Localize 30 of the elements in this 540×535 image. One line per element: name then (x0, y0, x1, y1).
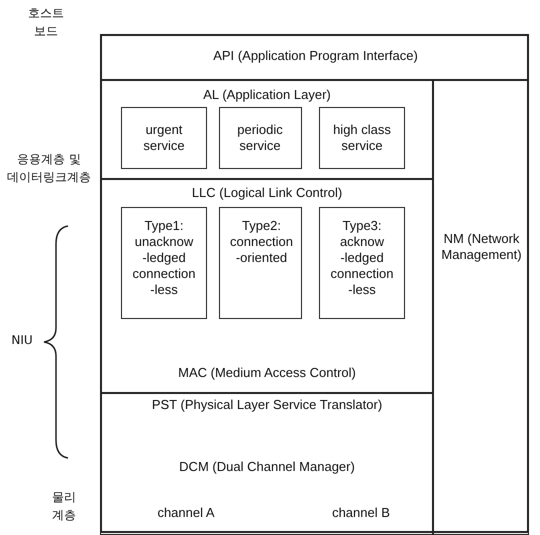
service-text: Type3: acknow -ledged connection -less (330, 218, 394, 298)
layer-title: API (Application Program Interface) (212, 48, 419, 64)
layer-text: MAC (Medium Access Control) (177, 365, 357, 381)
layer-title: LLC (Logical Link Control) (190, 185, 344, 201)
layer-title: NM (Network Management) (440, 231, 523, 263)
service-text: urgent service (142, 122, 186, 154)
service-box (121, 107, 207, 169)
service-box (319, 207, 405, 319)
service-text: Type1: unacknow -ledged connection -less (132, 218, 196, 298)
service-box (121, 207, 207, 319)
side-label: 호스트 보드 (27, 5, 65, 40)
channel-label: channel B (331, 505, 391, 521)
layer-text: DCM (Dual Channel Manager) (178, 459, 356, 475)
management-box (432, 80, 529, 535)
side-label: 응용계층 및 데이터링크계층 (6, 151, 92, 186)
service-text: periodic service (236, 122, 284, 154)
service-box (319, 107, 405, 169)
layer-box (100, 80, 434, 180)
layer-title: PST (Physical Layer Service Translator) (150, 397, 384, 413)
layer-box (100, 392, 434, 535)
host-board-frame (100, 34, 529, 533)
service-box (219, 107, 302, 169)
channel-label: channel A (156, 505, 216, 521)
service-text: high class service (332, 122, 392, 154)
layer-box (100, 178, 434, 394)
side-label: NIU (10, 332, 34, 349)
side-label: 물리 계층 (51, 489, 77, 524)
layer-title: AL (Application Layer) (202, 87, 332, 103)
service-box (219, 207, 302, 319)
service-text: Type2: connection -oriented (229, 218, 294, 266)
